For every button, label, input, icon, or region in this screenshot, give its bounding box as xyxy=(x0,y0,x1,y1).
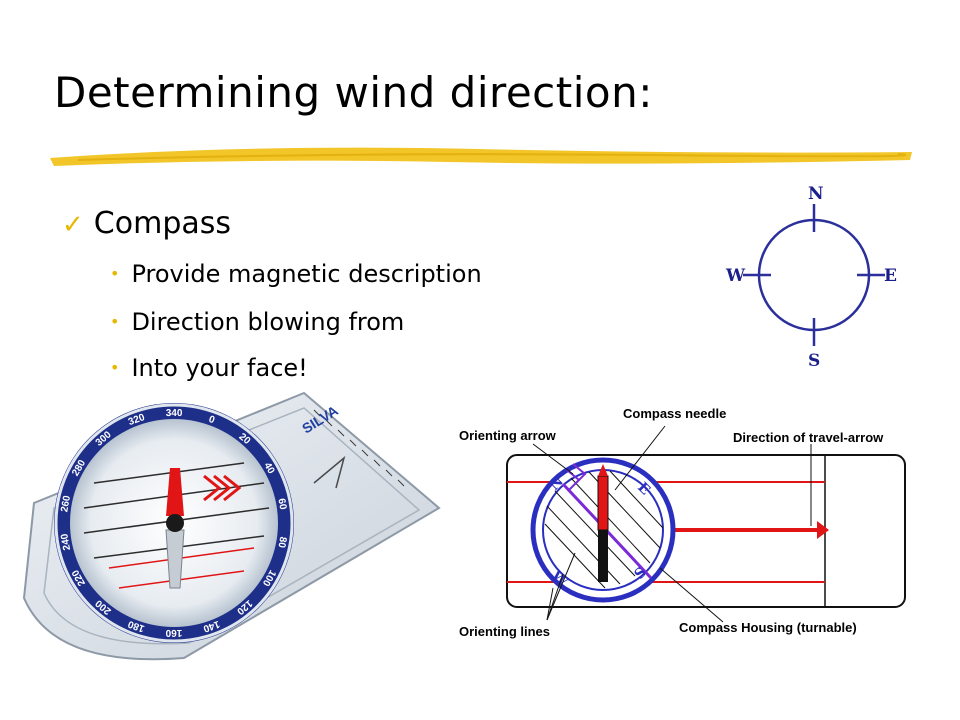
rose-e-label: E xyxy=(884,266,897,286)
compass-rose: N S W E xyxy=(725,184,897,370)
bezel-number: 140 xyxy=(201,618,221,634)
bezel-number: 80 xyxy=(275,536,288,549)
label-direction-of-travel: Direction of travel-arrow xyxy=(733,430,884,445)
rose-w-label: W xyxy=(725,266,746,286)
rose-n-label: N xyxy=(808,184,824,204)
dot-icon: • xyxy=(110,358,120,377)
label-compass-needle: Compass needle xyxy=(623,406,726,421)
bullet-compass-label: Compass xyxy=(93,206,232,241)
label-orienting-arrow: Orienting arrow xyxy=(459,428,557,443)
sub-item-3-label: Into your face! xyxy=(131,354,308,382)
dot-icon: • xyxy=(110,264,120,283)
compass-photo: SILVA 0204060801001201401601802002202402… xyxy=(22,391,441,661)
compass-diagram: N E S W Compass needle Orienting arrow D… xyxy=(459,406,906,639)
bezel-number: 60 xyxy=(275,498,288,511)
bullet-compass: ✓ Compass xyxy=(62,206,231,241)
bezel-number: 340 xyxy=(166,408,183,419)
check-icon: ✓ xyxy=(62,210,84,240)
sub-item-1: • Provide magnetic description xyxy=(110,260,482,288)
slide-title: Determining wind direction: xyxy=(54,68,653,117)
bezel-number: 0 xyxy=(207,414,216,426)
bezel-number: 320 xyxy=(127,412,147,428)
sub-item-3: • Into your face! xyxy=(110,354,308,382)
label-compass-housing: Compass Housing (turnable) xyxy=(679,620,857,635)
label-orienting-lines: Orienting lines xyxy=(459,624,550,639)
rose-s-label: S xyxy=(808,351,820,370)
yellow-brush-stroke xyxy=(50,147,912,166)
sub-item-1-label: Provide magnetic description xyxy=(131,260,482,288)
bezel-number: 160 xyxy=(165,627,182,638)
sub-item-2: • Direction blowing from xyxy=(110,308,404,336)
dot-icon: • xyxy=(110,312,120,331)
bezel-number: 40 xyxy=(261,461,276,477)
sub-item-2-label: Direction blowing from xyxy=(131,308,405,336)
bezel-number: 240 xyxy=(59,532,73,551)
bezel-number: 260 xyxy=(59,494,73,513)
